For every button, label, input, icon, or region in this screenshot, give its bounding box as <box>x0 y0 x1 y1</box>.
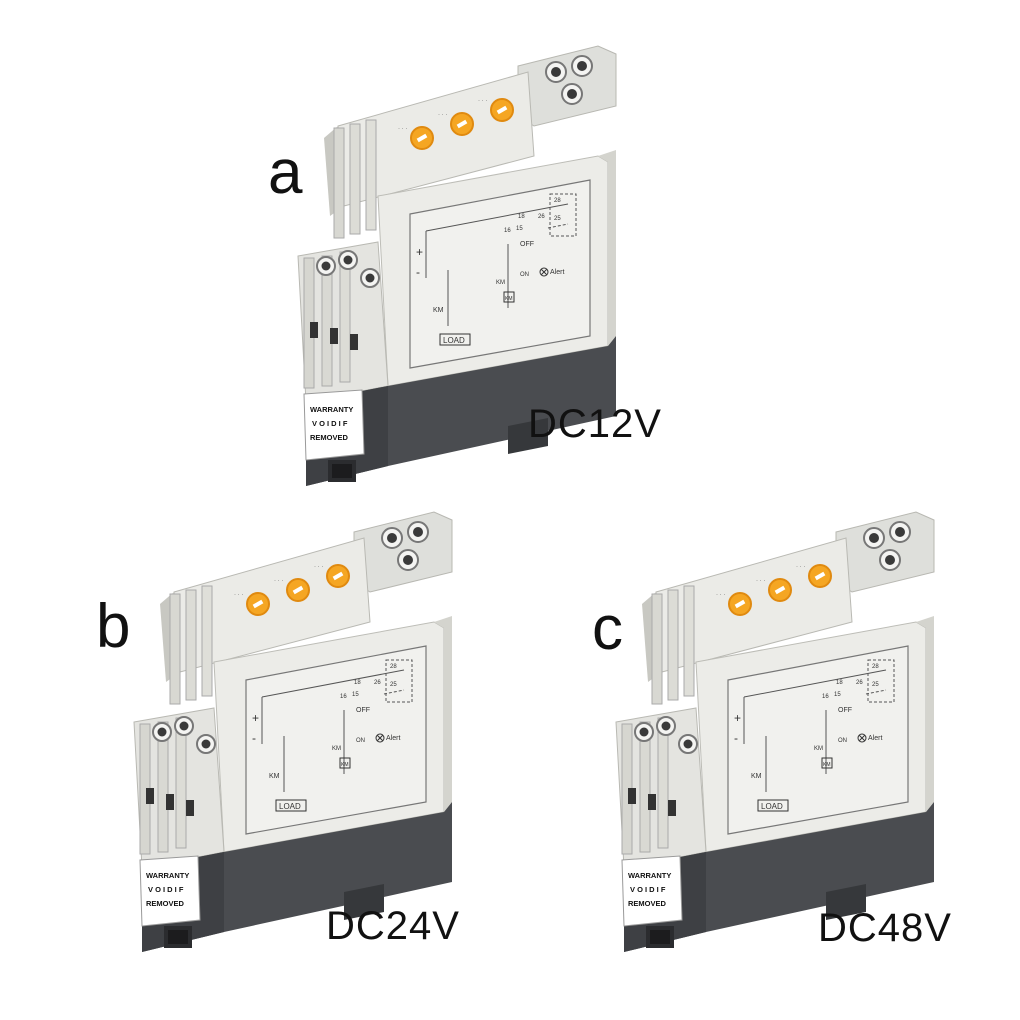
alert-lamp-icon <box>375 733 385 743</box>
sticker-line-3: REMOVED <box>310 433 349 442</box>
terminal-16-label: 16 <box>340 694 347 700</box>
load-label: LOAD <box>279 802 301 811</box>
terminal-25-label: 25 <box>554 216 561 222</box>
on-label: ON <box>520 272 529 278</box>
off-label: OFF <box>520 241 534 248</box>
warranty-sticker: WARRANTY V O I D I F REMOVED <box>621 855 683 927</box>
adjust-knob-icon <box>728 592 752 616</box>
terminal-16-label: 16 <box>504 228 511 234</box>
terminal-18-label: 18 <box>518 214 525 220</box>
km-coil-label: KM <box>341 762 349 768</box>
minus-terminal-label: - <box>734 731 738 745</box>
voltage-label-c: DC48V <box>818 906 952 950</box>
terminal-18-label: 18 <box>354 680 361 686</box>
terminal-28-label: 28 <box>390 664 397 670</box>
voltage-label-a: DC12V <box>528 402 662 446</box>
load-label: LOAD <box>761 802 783 811</box>
relay-device-c: · · · · · · · · · <box>615 511 956 952</box>
alert-label: Alert <box>868 735 882 742</box>
load-label: LOAD <box>443 336 465 345</box>
top-cap <box>517 45 617 127</box>
km-coil-label: KM <box>505 296 513 302</box>
terminal-26-label: 26 <box>538 214 545 220</box>
svg-text:· · ·: · · · <box>314 564 323 570</box>
sticker-line-2: V O I D I F <box>312 419 348 428</box>
sticker-line-2: V O I D I F <box>630 885 666 894</box>
relay-illustration: · · · · · · · · · <box>615 511 935 952</box>
plus-terminal-label: + <box>416 245 423 259</box>
terminal-15-label: 15 <box>516 226 523 232</box>
upper-housing: · · · · · · · · · <box>324 71 535 239</box>
adjust-knob-icon <box>246 592 270 616</box>
warranty-sticker: WARRANTY V O I D I F REMOVED <box>139 855 201 927</box>
terminal-26-label: 26 <box>856 680 863 686</box>
terminal-28-label: 28 <box>872 664 879 670</box>
upper-housing: · · · · · · · · · <box>160 537 371 705</box>
circuit-diagram: + - KM LOAD 18 16 15 28 26 25 OFF ON Ale… <box>409 179 591 369</box>
svg-text:· · ·: · · · <box>796 564 805 570</box>
adjust-knob-icon <box>286 578 310 602</box>
minus-terminal-label: - <box>416 265 420 279</box>
on-label: ON <box>838 738 847 744</box>
km-label: KM <box>496 280 505 286</box>
relay-illustration: · · · · · · · · · <box>297 45 617 486</box>
top-cap <box>835 511 935 593</box>
km-label: KM <box>751 773 762 780</box>
terminal-15-label: 15 <box>352 692 359 698</box>
relay-device-b: · · · · · · · · · <box>133 511 474 952</box>
sticker-line-1: WARRANTY <box>628 871 671 880</box>
terminal-25-label: 25 <box>390 682 397 688</box>
svg-text:· · ·: · · · <box>234 592 243 598</box>
circuit-diagram: + - KM LOAD 18 16 15 28 26 25 OFF ON Ale… <box>245 645 427 835</box>
alert-lamp-icon <box>539 267 549 277</box>
plus-terminal-label: + <box>734 711 741 725</box>
terminal-16-label: 16 <box>822 694 829 700</box>
off-label: OFF <box>838 707 852 714</box>
voltage-label-b: DC24V <box>326 904 460 948</box>
sticker-line-1: WARRANTY <box>146 871 189 880</box>
km-coil-label: KM <box>823 762 831 768</box>
plus-terminal-label: + <box>252 711 259 725</box>
relay-device-a: · · · · · · · · · <box>297 45 638 486</box>
upper-housing: · · · · · · · · · <box>642 537 853 705</box>
svg-text:· · ·: · · · <box>438 112 447 118</box>
sticker-line-3: REMOVED <box>628 899 667 908</box>
sticker-line-2: V O I D I F <box>148 885 184 894</box>
sticker-line-3: REMOVED <box>146 899 185 908</box>
sticker-line-1: WARRANTY <box>310 405 353 414</box>
km-label: KM <box>433 307 444 314</box>
top-cap <box>353 511 453 593</box>
off-label: OFF <box>356 707 370 714</box>
svg-text:· · ·: · · · <box>716 592 725 598</box>
alert-label: Alert <box>386 735 400 742</box>
alert-label: Alert <box>550 269 564 276</box>
adjust-knob-icon <box>326 564 350 588</box>
relay-illustration: · · · · · · · · · <box>133 511 453 952</box>
terminal-25-label: 25 <box>872 682 879 688</box>
variant-letter-c: c <box>592 594 623 663</box>
variant-letter-a: a <box>268 138 303 207</box>
adjust-knob-icon <box>808 564 832 588</box>
circuit-diagram: + - KM LOAD 18 16 15 28 26 25 OFF ON Ale… <box>727 645 909 835</box>
km-label: KM <box>814 746 823 752</box>
km-label: KM <box>269 773 280 780</box>
adjust-knob-icon <box>450 112 474 136</box>
svg-text:· · ·: · · · <box>274 578 283 584</box>
terminal-28-label: 28 <box>554 198 561 204</box>
svg-text:· · ·: · · · <box>398 126 407 132</box>
svg-text:· · ·: · · · <box>756 578 765 584</box>
minus-terminal-label: - <box>252 731 256 745</box>
svg-text:· · ·: · · · <box>478 98 487 104</box>
variant-letter-b: b <box>96 592 131 661</box>
km-label: KM <box>332 746 341 752</box>
adjust-knob-icon <box>410 126 434 150</box>
terminal-15-label: 15 <box>834 692 841 698</box>
alert-lamp-icon <box>857 733 867 743</box>
on-label: ON <box>356 738 365 744</box>
terminal-18-label: 18 <box>836 680 843 686</box>
adjust-knob-icon <box>490 98 514 122</box>
warranty-sticker: WARRANTY V O I D I F REMOVED <box>303 389 365 461</box>
adjust-knob-icon <box>768 578 792 602</box>
terminal-26-label: 26 <box>374 680 381 686</box>
